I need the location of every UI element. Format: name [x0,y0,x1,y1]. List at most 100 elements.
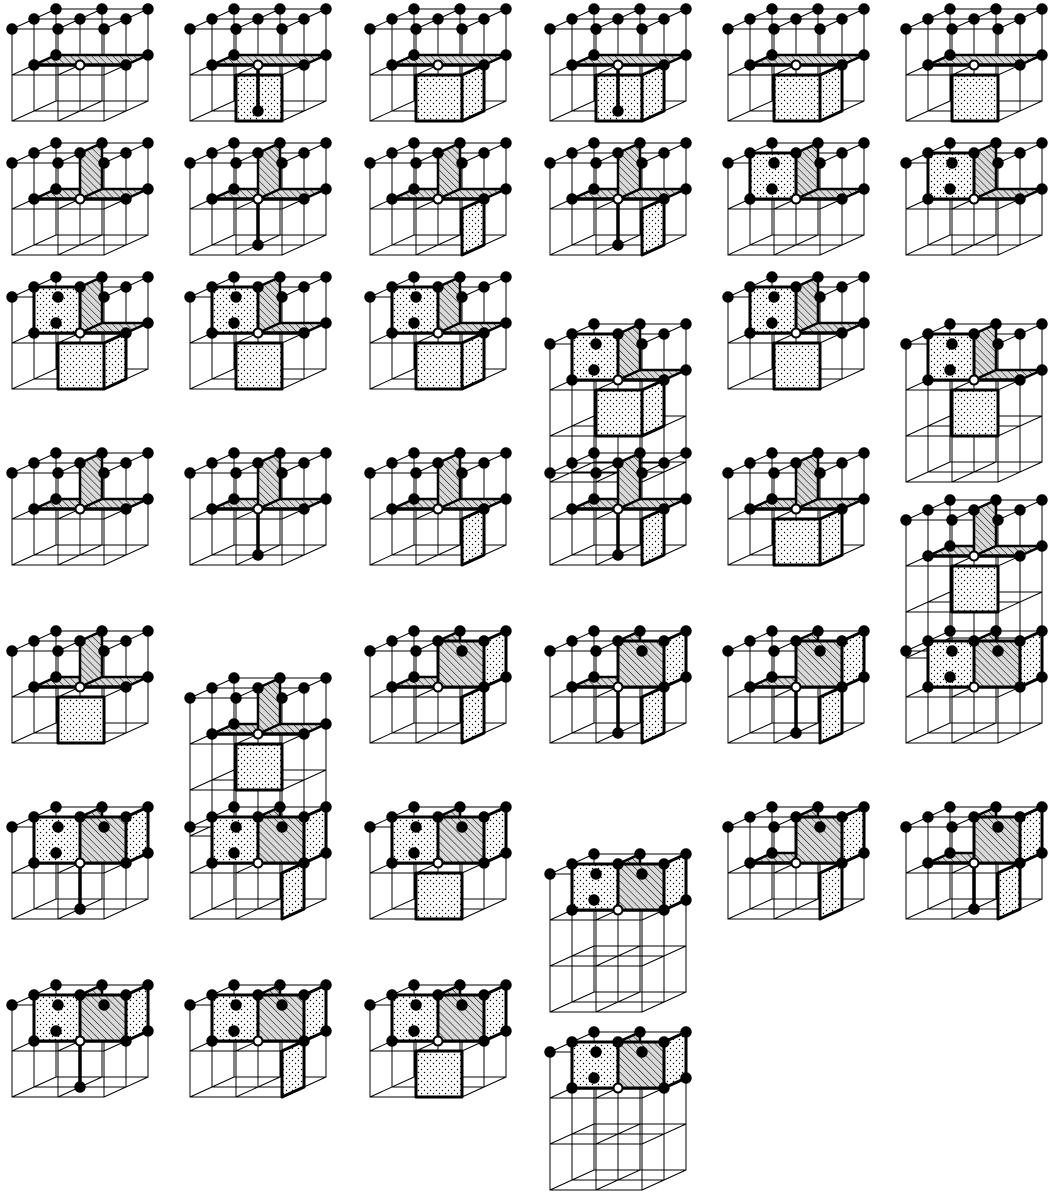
lattice-node [433,990,443,1000]
lattice-node [901,646,911,656]
lattice-node [681,50,691,60]
lattice-node [945,626,955,636]
lattice-node [143,848,153,858]
lattice-node [613,859,623,869]
lattice-node [299,990,309,1000]
lattice-node [923,60,933,70]
lattice-node [207,812,217,822]
lattice-node [813,138,823,148]
lattice-node [143,494,153,504]
center-node [792,329,801,338]
lattice-node [97,4,107,14]
lattice-node [837,60,847,70]
lattice-node [901,158,911,168]
lattice-node [613,636,623,646]
lattice-node [455,802,465,812]
lattice-panel [185,980,331,1097]
lattice-node [97,626,107,636]
lattice-node [29,148,39,158]
lattice-node [767,318,777,328]
lattice-node [53,468,63,478]
lattice-node [457,292,467,302]
lattice-node [637,24,647,34]
lattice-node [299,1036,309,1046]
lattice-node [387,636,397,646]
lattice-node [969,812,979,822]
lattice-node [207,194,217,204]
lattice-node [681,138,691,148]
lattice-node [837,14,847,24]
lattice-node [299,683,309,693]
lattice-node [591,646,601,656]
lattice-panel [545,448,691,565]
center-node [254,859,263,868]
lattice-node [745,682,755,692]
lattice-node [455,980,465,990]
center-node [614,195,623,204]
lattice-node [321,1026,331,1036]
lattice-node [231,693,241,703]
lattice-node [545,869,555,879]
lattice-node [207,1036,217,1046]
dotted-face [820,509,842,565]
lattice-node [813,626,823,636]
dotted-face [236,343,282,389]
lattice-node [769,822,779,832]
lattice-node [409,184,419,194]
lattice-node [769,292,779,302]
lattice-panel [7,802,153,919]
lattice-panel [185,272,331,389]
lattice-node [75,14,85,24]
lattice-panel [7,272,153,389]
lattice-node [455,4,465,14]
lattice-node [993,515,1003,525]
lattice-node [231,292,241,302]
lattice-node [479,148,489,158]
lattice-node [591,24,601,34]
lattice-node [945,802,955,812]
lattice-node [901,24,911,34]
lattice-node [635,319,645,329]
lattice-node [387,458,397,468]
lattice-node [901,515,911,525]
lattice-node [589,50,599,60]
lattice-node [923,194,933,204]
lattice-node [635,4,645,14]
lattice-node [837,858,847,868]
lattice-panel [365,626,511,743]
lattice-panel [7,448,153,565]
lattice-node [321,494,331,504]
lattice-node [207,504,217,514]
lattice-panel [901,4,1047,121]
lattice-node [99,24,109,34]
dotted-face [58,343,104,389]
lattice-node [769,468,779,478]
dotted-face [462,687,484,743]
lattice-node [121,458,131,468]
lattice-node [769,24,779,34]
lattice-node [143,272,153,282]
center-node [970,376,979,385]
lattice-node [791,636,801,646]
dotted-face [462,509,484,565]
center-node [970,195,979,204]
lattice-node [231,158,241,168]
lattice-node [121,682,131,692]
lattice-node [51,672,61,682]
lattice-node [635,448,645,458]
lattice-node [769,646,779,656]
lattice-node [637,468,647,478]
lattice-node [1037,138,1047,148]
lattice-node [409,672,419,682]
center-node [434,859,443,868]
lattice-node [767,672,777,682]
lattice-node [859,184,869,194]
lattice-node [51,184,61,194]
lattice-node [613,329,623,339]
dotted-face [952,566,998,612]
lattice-node [1037,672,1047,682]
lattice-node [923,148,933,158]
lattice-node [659,682,669,692]
lattice-node [75,990,85,1000]
center-node [76,505,85,514]
